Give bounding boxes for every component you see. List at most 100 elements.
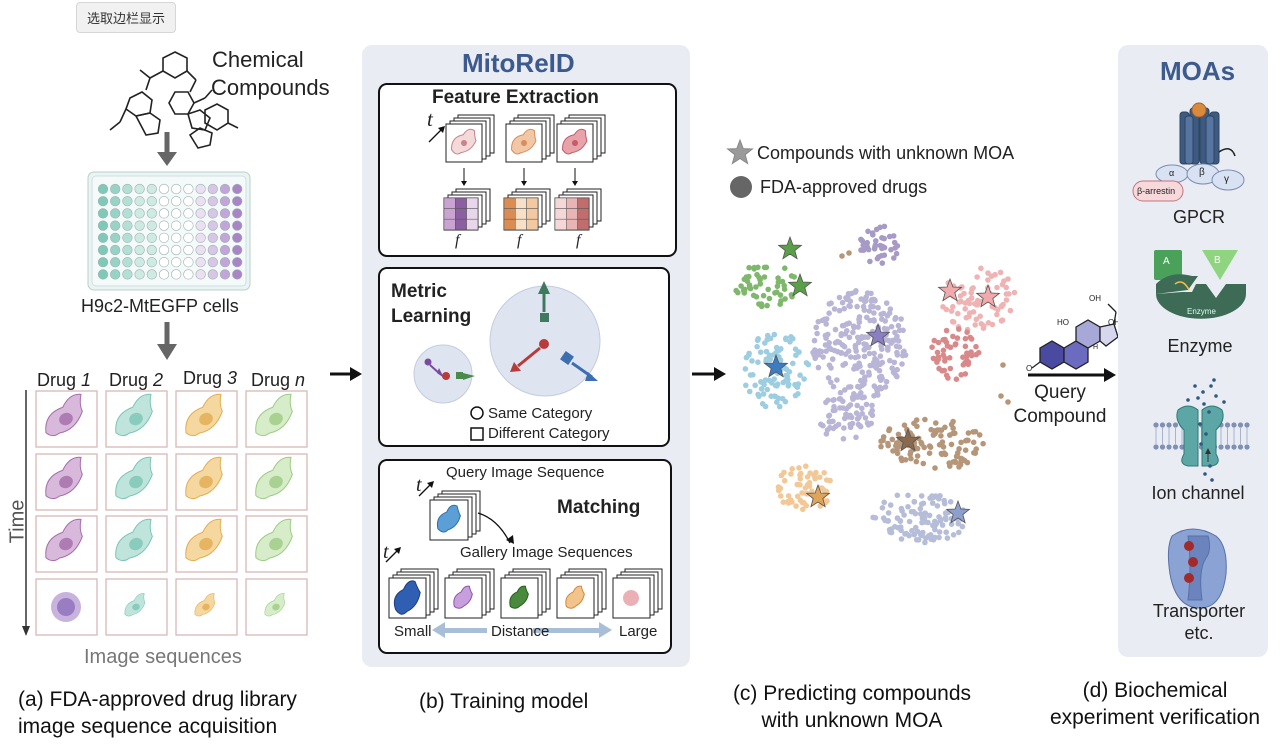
- scatter-point: [881, 499, 887, 506]
- drug-1-header: Drug 1: [37, 370, 92, 390]
- scatter-point: [803, 502, 809, 509]
- scatter-point: [964, 329, 970, 336]
- sidebar-tooltip: 选取边栏显示: [76, 2, 177, 33]
- feature-cell: [566, 197, 578, 209]
- query-sequence-label: Query Image Sequence: [446, 464, 605, 481]
- caption-d-line-2: experiment verification: [1049, 706, 1261, 729]
- plate-well: [183, 244, 194, 256]
- chem-title-line-1: Chemical: [212, 47, 304, 72]
- ion-dot: [1210, 478, 1214, 482]
- scatter-point: [1011, 289, 1018, 296]
- scatter-point: [802, 485, 809, 491]
- scatter-point: [895, 431, 902, 438]
- plate-well: [134, 208, 145, 219]
- scatter-point: [878, 373, 885, 380]
- scatter-point: [760, 391, 767, 397]
- scatter-point: [970, 309, 977, 315]
- scatter-point: [774, 283, 781, 290]
- scatter-point: [821, 316, 828, 323]
- scatter-point: [778, 493, 784, 499]
- scatter-point: [941, 497, 947, 504]
- scatter-point: [973, 343, 979, 350]
- scatter-point: [842, 387, 848, 393]
- plate-well: [171, 257, 182, 268]
- drug-2-header: Drug 2: [109, 370, 164, 390]
- cell-body: [623, 590, 639, 606]
- scatter-point: [790, 335, 796, 342]
- scatter-point: [943, 327, 950, 334]
- plate-well: [183, 269, 194, 280]
- embedding-scatter-plot: [733, 223, 1018, 546]
- time-arrow: [418, 483, 432, 497]
- plate-well: [171, 220, 182, 231]
- scatter-point: [852, 354, 859, 361]
- scatter-point: [812, 347, 818, 353]
- ion-channel-icon: [1153, 378, 1250, 482]
- scatter-point: [1003, 297, 1010, 303]
- scatter-point: [789, 466, 795, 472]
- scatter-point: [758, 379, 764, 385]
- legend-same-category: Same Category: [488, 405, 593, 422]
- scatter-point: [873, 238, 879, 244]
- scatter-point: [907, 449, 914, 455]
- metric-learning-title: Metric Learning: [391, 279, 471, 329]
- plate-well: [171, 183, 182, 195]
- scatter-point: [891, 359, 898, 366]
- scatter-point: [864, 290, 871, 296]
- star-icon: [763, 353, 789, 378]
- scatter-point: [835, 421, 842, 428]
- scatter-point: [800, 506, 806, 513]
- scatter-point: [845, 403, 852, 410]
- scatter-point: [868, 297, 875, 303]
- scatter-point: [867, 258, 873, 265]
- feature-cell: [443, 197, 456, 209]
- plate-well: [158, 269, 170, 280]
- legend-markers: [726, 138, 754, 198]
- plate-well: [146, 220, 157, 231]
- cell-shape: [185, 393, 223, 437]
- ion-dot: [1198, 422, 1202, 426]
- cell-shape: [255, 456, 293, 500]
- scatter-point: [972, 450, 979, 457]
- membrane-head: [1244, 444, 1250, 450]
- scatter-point: [968, 336, 975, 342]
- scatter-point: [876, 367, 883, 374]
- scatter-point: [905, 504, 911, 510]
- down-arrow-icon: [157, 322, 177, 360]
- scatter-point: [862, 415, 869, 421]
- plate-well: [122, 232, 133, 243]
- scatter-point: [917, 505, 924, 512]
- plate-well: [97, 183, 109, 195]
- gallery-sequences-label: Gallery Image Sequences: [460, 544, 633, 561]
- scatter-point: [838, 331, 845, 337]
- plate-well: [158, 244, 170, 256]
- scatter-point: [825, 375, 832, 381]
- scatter-point: [898, 316, 904, 322]
- oh-label: OH: [1108, 318, 1120, 327]
- scatter-point: [885, 518, 891, 524]
- membrane-head: [1159, 422, 1166, 428]
- scatter-point: [814, 330, 820, 337]
- scatter-point: [881, 325, 888, 332]
- scatter-point: [764, 302, 770, 309]
- cell-nucleus: [572, 140, 578, 146]
- plate-well: [146, 244, 157, 256]
- scatter-point: [932, 429, 939, 436]
- membrane-head: [1237, 422, 1244, 428]
- scatter-point: [997, 269, 1004, 276]
- scatter-point: [931, 523, 938, 530]
- scatter-point: [878, 385, 885, 392]
- moas-title: MOAs: [1160, 56, 1236, 86]
- scatter-point: [878, 343, 884, 349]
- plate-well: [158, 208, 170, 219]
- scatter-point: [885, 510, 892, 516]
- plate-well: [195, 232, 206, 243]
- scatter-point: [863, 242, 870, 248]
- scatter-point: [896, 344, 903, 350]
- plate-well: [207, 208, 218, 219]
- feature-cell: [443, 208, 456, 220]
- scatter-point: [763, 356, 770, 363]
- plate-well: [97, 232, 109, 243]
- plate-well: [146, 232, 157, 243]
- scatter-point: [871, 383, 878, 389]
